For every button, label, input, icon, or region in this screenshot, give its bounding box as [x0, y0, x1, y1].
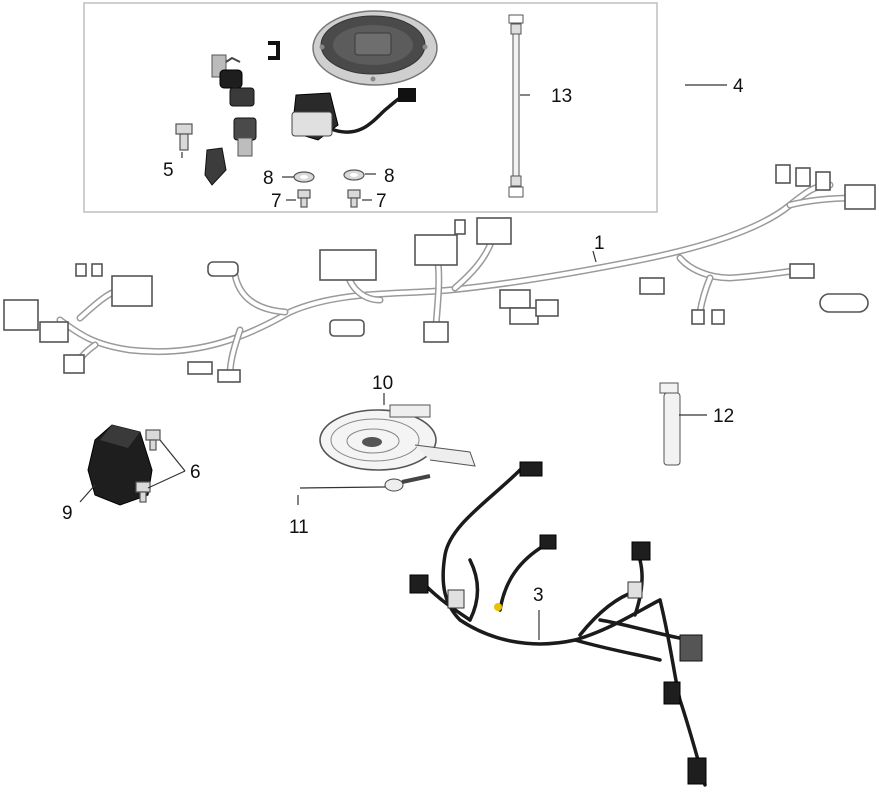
bolt-part-6-top [145, 429, 161, 451]
washer-part-8-left [293, 171, 315, 183]
bolt-part-5 [175, 123, 193, 151]
callout-1: 1 [594, 233, 605, 254]
seat-lock [233, 117, 257, 157]
sleeve-part-12 [659, 382, 681, 466]
callout-7-left: 7 [271, 191, 282, 212]
sub-harness-part-3 [409, 461, 707, 787]
callout-4: 4 [733, 76, 744, 97]
callout-9: 9 [62, 503, 73, 524]
callout-8-right: 8 [384, 166, 395, 187]
screw-part-7-left [297, 189, 311, 208]
callout-5: 5 [163, 160, 174, 181]
lock-bracket [204, 147, 227, 186]
fuel-cap [312, 10, 438, 86]
key-clip [268, 41, 280, 60]
ignition-key [211, 54, 255, 107]
main-wiring-harness [56, 181, 859, 379]
callout-8-left: 8 [263, 168, 274, 189]
harness-connectors [3, 164, 876, 383]
washer-part-8-right [343, 169, 365, 181]
callout-3: 3 [533, 585, 544, 606]
horn-part-10 [319, 404, 476, 471]
callout-labels: 1 13 4 5 8 8 7 7 6 9 10 11 12 3 [62, 76, 744, 606]
rod-part-13 [508, 14, 524, 198]
callout-10: 10 [372, 373, 393, 394]
callout-7-right: 7 [376, 191, 387, 212]
ignition-switch [291, 88, 416, 141]
callout-6: 6 [190, 462, 201, 483]
callout-13: 13 [551, 86, 572, 107]
callout-12: 12 [713, 406, 734, 427]
leader-lines [79, 84, 727, 640]
callout-11: 11 [289, 517, 309, 538]
horn-bolt-part-11 [384, 474, 431, 492]
screw-part-7-right [347, 189, 361, 208]
